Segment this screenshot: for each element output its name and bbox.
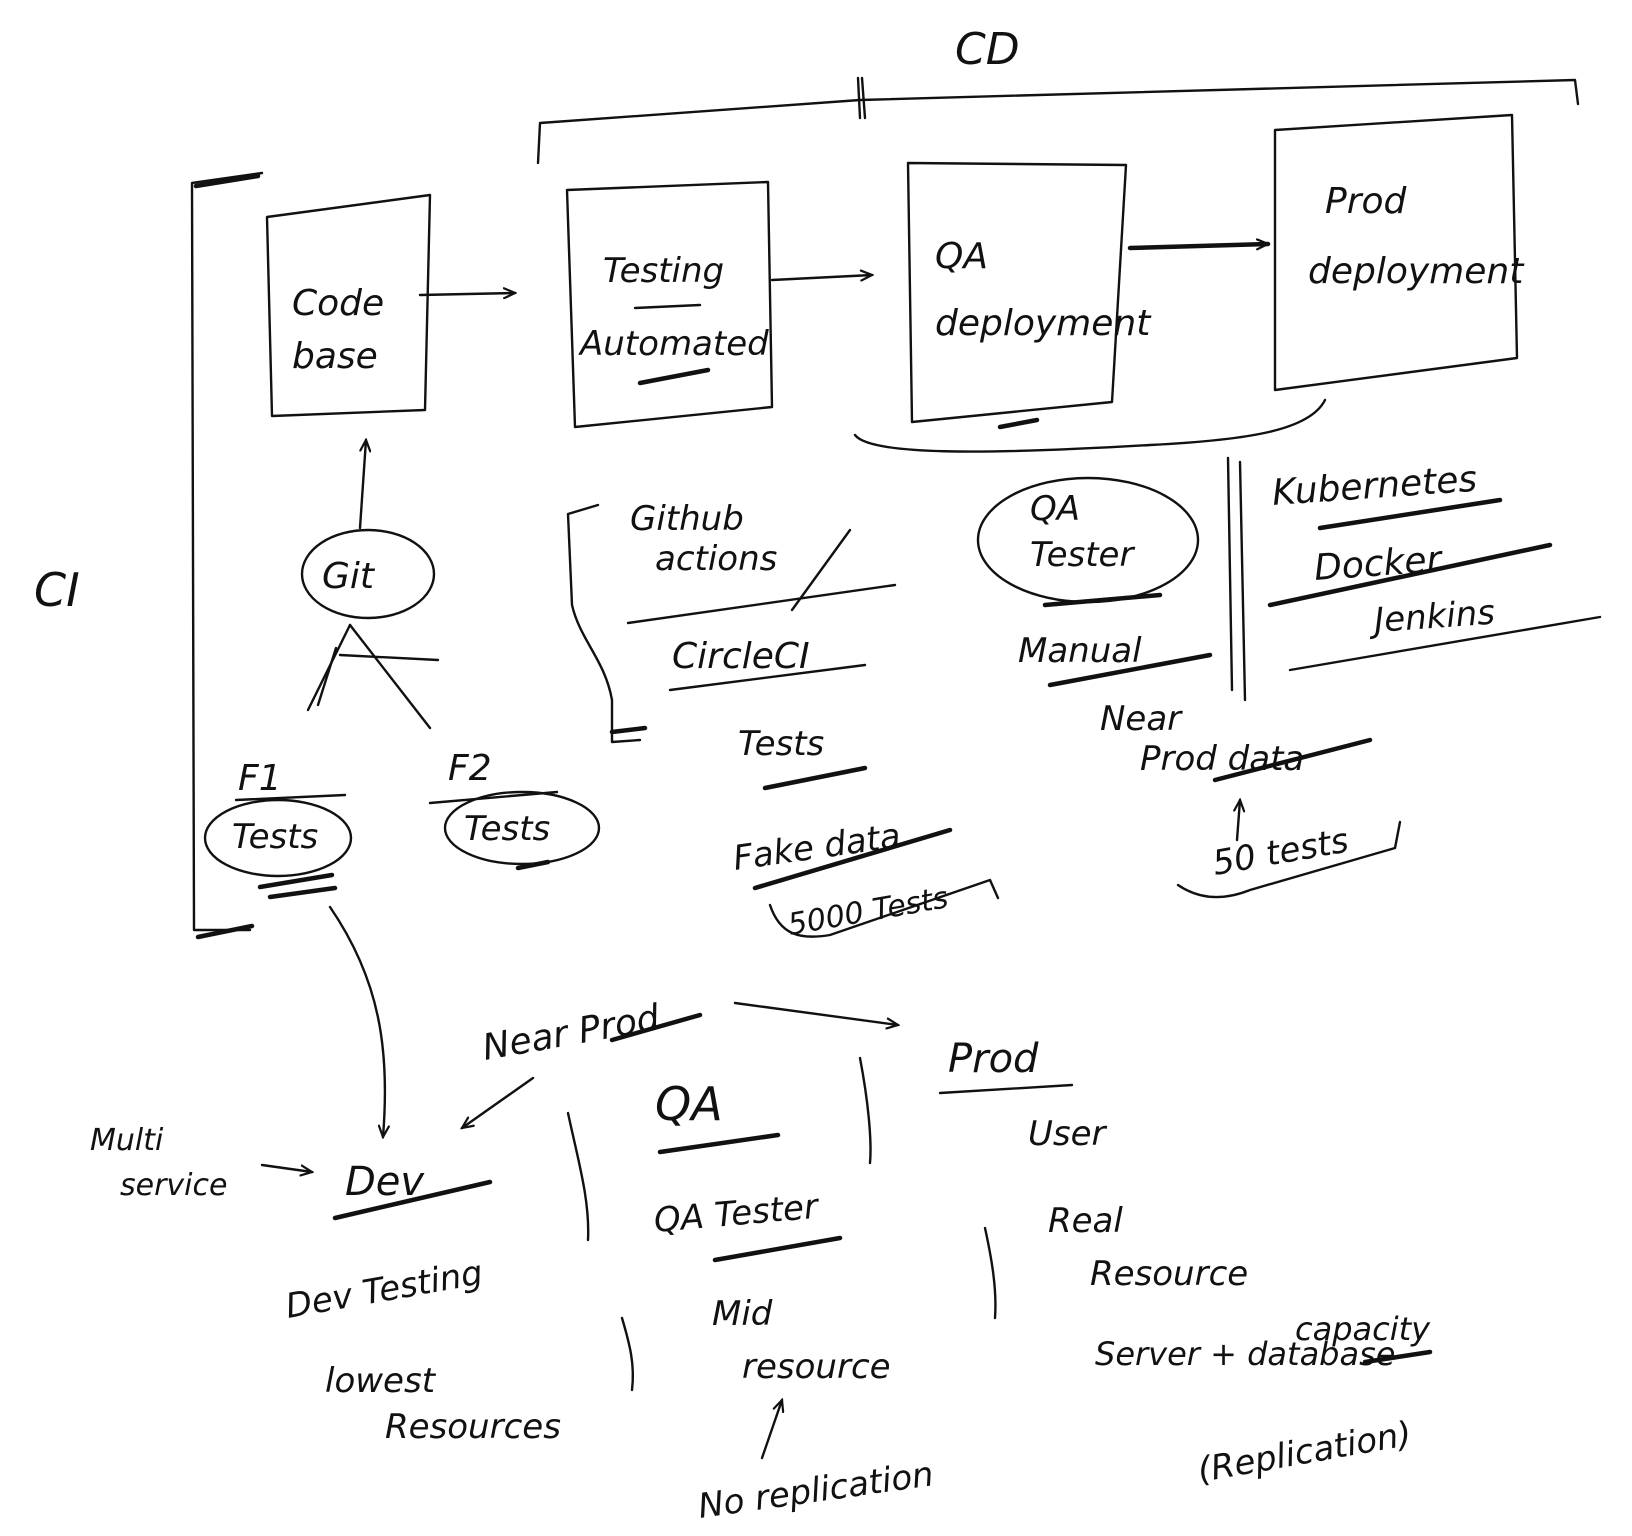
replication-label: (Replication) [1195,1414,1415,1491]
deploy-tools: Kubernetes Docker Jenkins [1267,459,1602,672]
circle-ci-label: CircleCI [672,636,810,677]
prod-deployment-box: Prod deployment [1273,113,1525,392]
f2-group: F2 Tests [428,748,601,871]
testing-line2: Automated [578,324,769,364]
github-actions-line2: actions [655,539,777,579]
environments: Near Prod Multi service Dev Dev Testing … [90,997,1433,1527]
f2-tests-label: Tests [464,809,550,849]
cd-label: CD [955,24,1020,75]
multi-service-line1: Multi [90,1123,164,1158]
mid-resource-line2: resource [742,1347,891,1387]
ci-label: CI [34,563,80,617]
code-base-line2: base [292,336,378,377]
code-base-line1: Code [292,283,384,324]
git-branch-diagram: Git [300,440,440,730]
prod-deployment-line2: deployment [1308,251,1525,292]
git-label: Git [322,556,376,597]
svg-text:Real Resource: Real Resource [1048,1201,1248,1294]
lowest-resources-line1: lowest [325,1361,437,1401]
qa-tester-line1: QA [1030,489,1080,529]
real-resource-line2: Resource [1090,1254,1248,1294]
near-prod-data-line2: Prod data [1140,739,1304,779]
jenkins-label: Jenkins [1367,593,1496,642]
f1-group: F1 Tests [203,758,353,900]
svg-text:Mid resource: Mid resource [712,1294,891,1387]
f2-label: F2 [448,748,492,789]
svg-text:Code base: Code base [292,283,396,377]
github-actions-line1: Github [630,499,744,539]
5000-tests-label: 5000 Tests [785,880,951,943]
code-base-box: Code base [265,193,432,418]
f1-label: F1 [238,758,282,799]
prod-deployment-line1: Prod [1325,181,1408,222]
svg-text:Github actions: Github actions [630,499,777,579]
near-prod-data-line1: Near [1100,699,1183,739]
testing-line1: Testing [603,251,724,291]
lowest-resources-line2: Resources [385,1407,561,1447]
cd-bracket [536,76,1580,165]
arrow-f1-to-dev [328,905,385,1137]
no-replication-label: No replication [696,1454,936,1527]
svg-text:QA Tester: QA Tester [1030,489,1135,575]
f1-tests-label: Tests [232,817,318,857]
testing-box: Testing Automated [565,180,774,429]
svg-text:Multi service: Multi service [90,1123,227,1203]
qa-tester-bottom-label: QA Tester [652,1187,821,1241]
arrow-testing-to-qa [770,275,872,280]
svg-text:lowest Resources: lowest Resources [325,1361,561,1447]
kubernetes-label: Kubernetes [1271,459,1479,514]
dev-testing-label: Dev Testing [283,1253,486,1327]
qa-tester-line2: Tester [1030,535,1135,575]
svg-text:Prod deployment: Prod deployment [1308,181,1525,292]
svg-text:Near Prod data: Near Prod data [1100,699,1304,779]
real-resource-line1: Real [1048,1201,1123,1241]
qa-deployment-line2: deployment [935,303,1152,344]
multi-service-line2: service [120,1168,227,1203]
prod-label: Prod [948,1036,1039,1082]
tests-label: Tests [738,724,824,764]
server-db-line1: Server + database [1095,1335,1395,1373]
qa-deployment-line1: QA [935,236,988,277]
qa-deployment-box: QA deployment [853,161,1327,453]
manual-label: Manual [1018,631,1142,671]
ci-tools: Github actions CircleCI Tests Fake data … [566,499,1000,943]
qa-label: QA [655,1077,723,1131]
fifty-tests-label: 50 tests [1210,821,1352,884]
qa-tester-group: QA Tester Manual Near Prod data 50 tests [976,456,1402,899]
svg-text:Testing Automated: Testing Automated [578,251,769,364]
user-label: User [1028,1114,1108,1154]
arrow-qa-to-prod [1127,244,1271,248]
mid-resource-line1: Mid [712,1294,773,1334]
svg-text:QA deployment: QA deployment [935,236,1152,344]
server-db-line2: capacity [1295,1310,1431,1348]
ci-bracket [190,171,264,940]
dev-label: Dev [345,1159,425,1205]
arrow-code-to-testing [418,293,515,295]
svg-text:Server + database capaci: Server + database capacity [1095,1310,1431,1373]
